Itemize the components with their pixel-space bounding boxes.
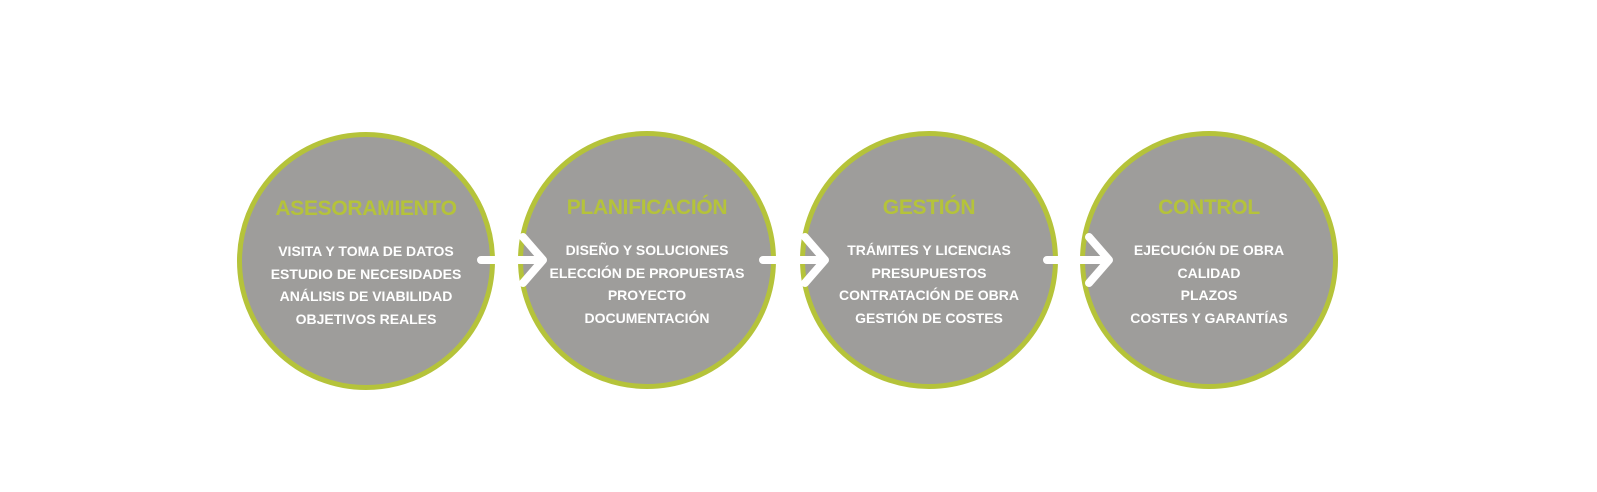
step-control: CONTROL EJECUCIÓN DE OBRA CALIDAD PLAZOS… [1080,131,1338,389]
step-item: ESTUDIO DE NECESIDADES [270,265,462,282]
step-item: CONTRATACIÓN DE OBRA [839,287,1019,303]
step-gestion: GESTIÓN TRÁMITES Y LICENCIAS PRESUPUESTO… [800,131,1058,389]
step-item: ANÁLISIS DE VIABILIDAD [279,288,453,304]
step-item-list: TRÁMITES Y LICENCIAS PRESUPUESTOS CONTRA… [805,239,1053,329]
arrow-right-icon [759,233,829,287]
step-item: TRÁMITES Y LICENCIAS [847,242,1011,258]
step-item: DISEÑO Y SOLUCIONES [565,242,729,258]
step-title: GESTIÓN [882,196,976,219]
step-item: DOCUMENTACIÓN [584,309,710,326]
step-item: CALIDAD [1177,264,1241,281]
step-item: EJECUCIÓN DE OBRA [1133,242,1285,258]
step-item: ELECCIÓN DE PROPUESTAS [549,264,745,281]
step-item: OBJETIVOS REALES [295,310,437,327]
step-item-list: DISEÑO Y SOLUCIONES ELECCIÓN DE PROPUEST… [523,239,771,329]
arrow-right-icon [477,233,547,287]
step-planificacion: PLANIFICACIÓN DISEÑO Y SOLUCIONES ELECCI… [518,131,776,389]
step-item: GESTIÓN DE COSTES [855,309,1003,326]
step-item: PROYECTO [607,287,687,303]
step-title: CONTROL [1158,196,1260,219]
step-title: ASESORAMIENTO [275,197,457,220]
step-item-list: VISITA Y TOMA DE DATOS ESTUDIO DE NECESI… [242,240,490,330]
step-item: PLAZOS [1180,287,1238,303]
step-item-list: EJECUCIÓN DE OBRA CALIDAD PLAZOS COSTES … [1085,239,1333,329]
step-item: VISITA Y TOMA DE DATOS [278,243,454,259]
step-item: PRESUPUESTOS [871,264,987,281]
step-title: PLANIFICACIÓN [566,196,728,219]
arrow-right-icon [1043,233,1113,287]
step-asesoramiento: ASESORAMIENTO VISITA Y TOMA DE DATOS EST… [237,132,495,390]
step-item: COSTES Y GARANTÍAS [1130,309,1288,326]
